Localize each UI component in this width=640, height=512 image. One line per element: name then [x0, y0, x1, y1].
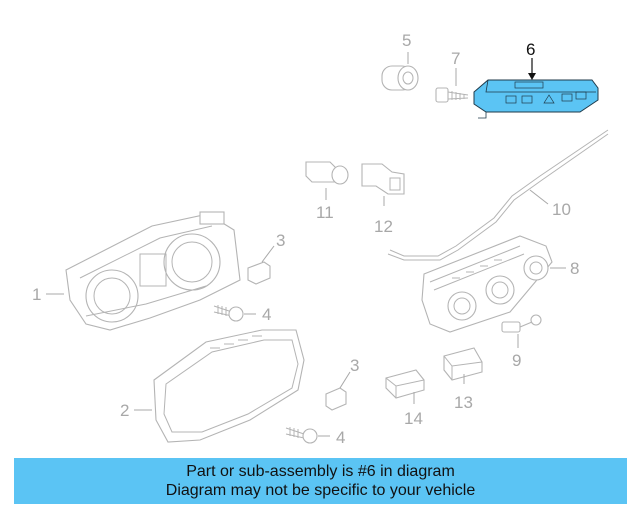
part-12-socket[interactable]: [361, 163, 405, 195]
callout-13[interactable]: 13: [454, 393, 473, 412]
part-13-switch[interactable]: [443, 347, 483, 381]
banner-line-1: Part or sub-assembly is #6 in diagram: [186, 463, 455, 480]
callout-3a[interactable]: 3: [276, 231, 285, 250]
callout-7[interactable]: 7: [451, 49, 460, 68]
callout-11[interactable]: 11: [316, 203, 334, 222]
callout-10[interactable]: 10: [552, 200, 571, 219]
callout-3b[interactable]: 3: [350, 356, 359, 375]
callout-4a[interactable]: 4: [262, 305, 271, 324]
callout-12[interactable]: 12: [374, 217, 393, 236]
callout-1[interactable]: 1: [32, 285, 41, 304]
part-2-cluster-lens[interactable]: [153, 329, 305, 443]
parts-diagram: 5 7 6 11 12 10: [32, 31, 609, 447]
callout-8[interactable]: 8: [570, 259, 579, 278]
part-11-connector[interactable]: [305, 161, 349, 185]
leader-3b: [339, 371, 351, 389]
part-10-cable[interactable]: [387, 129, 609, 261]
callout-5[interactable]: 5: [402, 31, 411, 50]
part-1-instrument-cluster[interactable]: [65, 211, 241, 331]
callout-14[interactable]: 14: [404, 409, 423, 428]
leader-6-arrow: [528, 73, 536, 80]
callout-6[interactable]: 6: [526, 40, 535, 59]
leader-10: [529, 189, 549, 205]
part-4-screw-upper[interactable]: [213, 305, 244, 322]
part-4-screw-lower[interactable]: [285, 427, 318, 444]
part-9-bulb[interactable]: [501, 314, 542, 333]
part-3-bracket-upper[interactable]: [247, 261, 271, 285]
info-banner: Part or sub-assembly is #6 in diagram Di…: [14, 458, 627, 504]
part-14-switch[interactable]: [385, 369, 425, 399]
callout-2[interactable]: 2: [120, 401, 129, 420]
part-8-control-panel[interactable]: [421, 235, 553, 333]
part-3-bracket-lower[interactable]: [325, 387, 347, 411]
banner-line-2: Diagram may not be specific to your vehi…: [165, 482, 476, 499]
part-5-knob[interactable]: [381, 65, 419, 91]
callout-4b[interactable]: 4: [336, 428, 345, 447]
leader-3a: [261, 245, 275, 263]
part-7-screw[interactable]: [435, 87, 469, 103]
callout-9[interactable]: 9: [512, 351, 521, 370]
part-6-switch-panel[interactable]: [473, 79, 599, 119]
